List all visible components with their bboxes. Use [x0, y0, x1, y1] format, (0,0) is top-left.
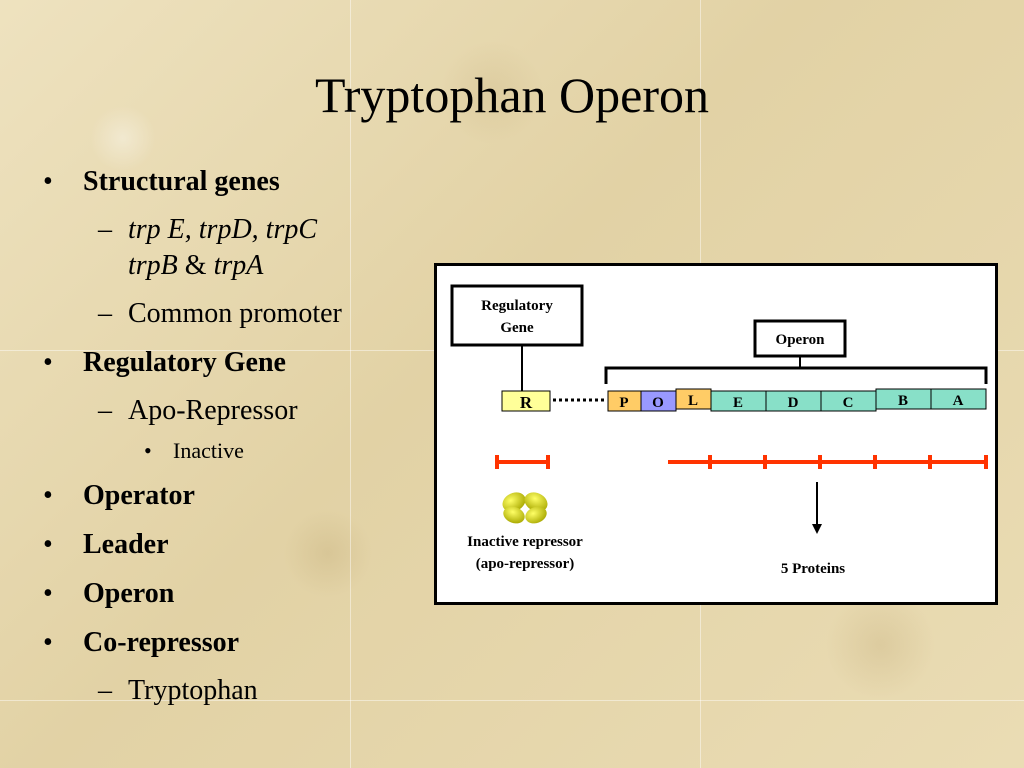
bullet-marker: •	[43, 529, 53, 560]
repressor-subunit	[525, 506, 547, 524]
repressor-subunit	[524, 492, 548, 512]
gene-D-label: D	[788, 395, 799, 411]
sub-bullet-gene-list: – trp E, trpD, trpC trpB & trpA	[40, 212, 430, 284]
bullet-text: Common promoter	[128, 298, 342, 329]
bullet-text: Structural genes	[83, 166, 280, 197]
translation-arrow-head	[812, 524, 822, 534]
bullet-leader: • Leader	[40, 527, 430, 563]
operon-label-box	[753, 319, 847, 358]
operon-diagram: Regulatory Gene Operon R P O L E D C B A	[434, 263, 998, 605]
dash-marker: –	[98, 675, 112, 706]
gene-E-label: E	[733, 395, 743, 411]
bullet-marker: •	[43, 347, 53, 378]
regulatory-gene-box	[450, 284, 584, 347]
bullet-text: Leader	[83, 529, 169, 560]
background-seam	[0, 700, 1024, 701]
dash-marker: –	[98, 395, 112, 426]
bullet-list: • Structural genes – trp E, trpD, trpC t…	[40, 164, 430, 709]
small-bullet-marker: •	[144, 438, 152, 463]
bullet-structural-genes: • Structural genes	[40, 164, 430, 200]
gene-A-segment	[930, 388, 987, 410]
bullet-operator: • Operator	[40, 478, 430, 514]
proteins-label: 5 Proteins	[781, 561, 845, 577]
bullet-text: Co-repressor	[83, 627, 240, 658]
sub-bullet-common-promoter: – Common promoter	[40, 296, 430, 332]
bullet-text: Inactive	[173, 438, 244, 463]
sub-bullet-apo-repressor: – Apo-Repressor	[40, 393, 430, 429]
bullet-marker: •	[43, 480, 53, 511]
bullet-text: Operon	[83, 578, 175, 609]
inactive-repressor-label-line1: Inactive repressor	[467, 534, 583, 550]
bullet-text: Apo-Repressor	[128, 395, 298, 426]
bullet-marker: •	[43, 627, 53, 658]
dash-marker: –	[98, 298, 112, 329]
gene-trpA: trpA	[213, 250, 264, 281]
repressor-subunit	[502, 492, 526, 512]
sub-sub-bullet-inactive: • Inactive	[40, 437, 430, 465]
bullet-text: Operator	[83, 480, 195, 511]
gene-C-label: C	[843, 395, 854, 411]
polycistronic-mrna	[668, 455, 988, 469]
dash-marker: –	[98, 214, 112, 245]
bullet-marker: •	[43, 578, 53, 609]
gene-R-segment	[501, 390, 551, 412]
operon-label: Operon	[776, 332, 826, 348]
regulatory-gene-label-line1: Regulatory	[481, 298, 553, 314]
bullet-operon: • Operon	[40, 576, 430, 612]
gene-list-line-1: trp E, trpD, trpC	[128, 214, 318, 245]
slide-title: Tryptophan Operon	[315, 67, 709, 123]
operator-O-label: O	[652, 395, 664, 411]
bullet-text: Tryptophan	[128, 675, 258, 706]
gene-trpB: trpB	[128, 250, 178, 281]
repressor-subunit	[503, 506, 525, 524]
regulatory-gene-label-line2: Gene	[500, 320, 534, 336]
gene-R-label: R	[520, 393, 533, 412]
inactive-repressor-protein	[502, 492, 548, 524]
sub-bullet-tryptophan: – Tryptophan	[40, 673, 430, 709]
regulatory-mrna	[495, 455, 550, 469]
gene-ampersand: &	[177, 250, 214, 281]
background-seam	[350, 0, 351, 768]
bullet-text: Regulatory Gene	[83, 347, 286, 378]
bullet-marker: •	[43, 166, 53, 197]
bullet-regulatory-gene: • Regulatory Gene	[40, 345, 430, 381]
inactive-repressor-label-line2: (apo-repressor)	[476, 556, 575, 572]
leader-L-label: L	[688, 393, 698, 409]
operon-diagram-svg: Regulatory Gene Operon R P O L E D C B A	[450, 284, 988, 577]
promoter-P-label: P	[619, 395, 628, 411]
operon-bracket	[604, 366, 988, 384]
gene-B-label: B	[898, 393, 908, 409]
bullet-co-repressor: • Co-repressor	[40, 625, 430, 661]
gene-A-label: A	[953, 393, 964, 409]
